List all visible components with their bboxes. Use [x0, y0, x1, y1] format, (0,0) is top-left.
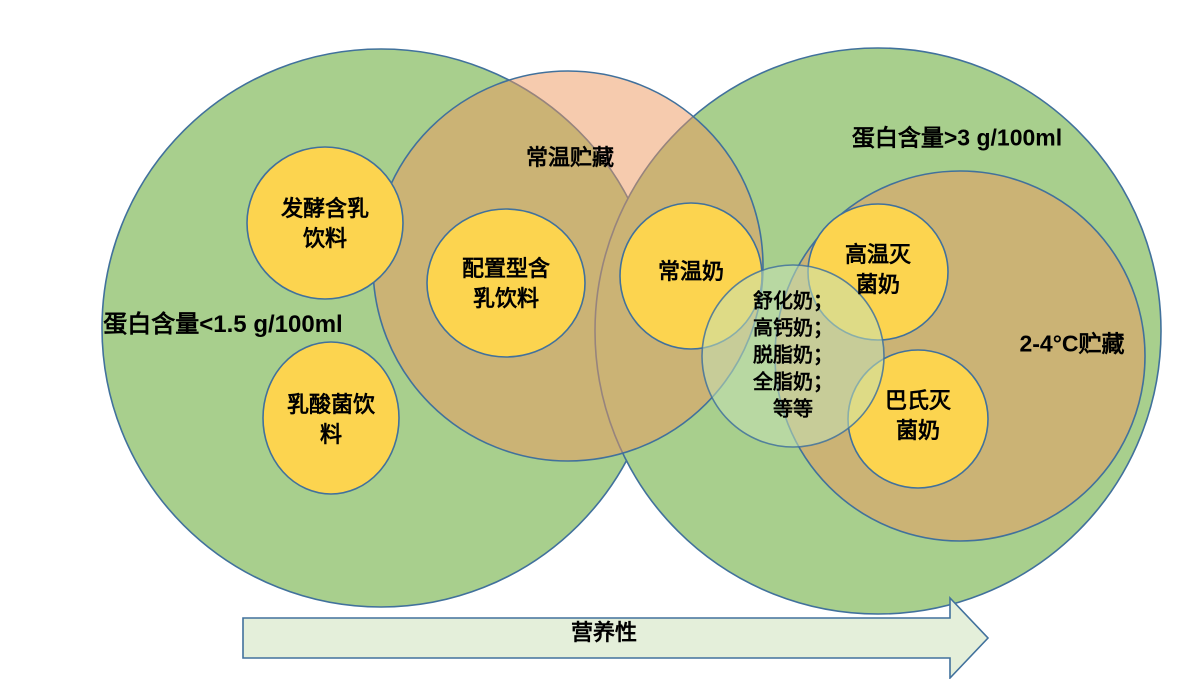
nutrition-arrow: [242, 595, 990, 679]
formulated-drink-label: 配置型含 乳饮料: [461, 256, 551, 311]
cold-storage-label: 2-4°C贮藏: [1019, 330, 1125, 357]
pasteurized-milk-label: 巴氏灭 菌奶: [884, 388, 952, 443]
milk-varieties-circle: [701, 264, 885, 448]
fermented-drink-circle: [246, 146, 404, 300]
nutrition-axis-label: 营养性: [570, 620, 638, 645]
formulated-drink-circle: [426, 208, 586, 358]
uht-milk-label: 高温灭 菌奶: [844, 242, 912, 297]
lactic-drink-label: 乳酸菌饮 料: [286, 392, 376, 447]
high-protein-label: 蛋白含量>3 g/100ml: [851, 124, 1063, 151]
lactic-drink-circle: [262, 341, 400, 495]
ambient-milk-label: 常温奶: [657, 259, 725, 284]
fermented-drink-label: 发酵含乳 饮料: [280, 196, 370, 251]
milk-varieties-label: 舒化奶； 高钙奶； 脱脂奶； 全脂奶； 等等: [753, 290, 833, 421]
low-protein-label: 蛋白含量<1.5 g/100ml: [103, 310, 343, 338]
ambient-storage-label: 常温贮藏: [525, 145, 615, 170]
